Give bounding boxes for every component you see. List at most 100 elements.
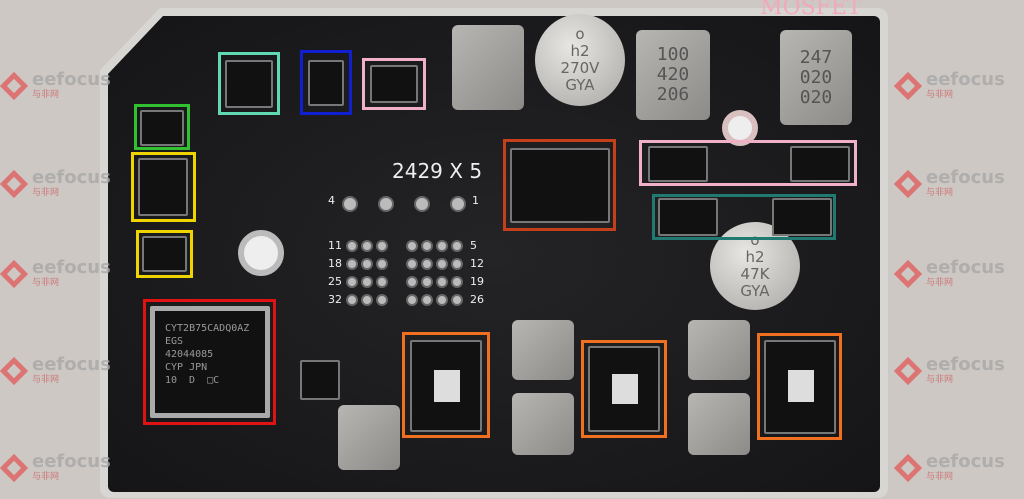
cap-text: 47K — [740, 265, 770, 283]
highlight-box-brick — [503, 139, 616, 231]
solder-pad — [361, 276, 373, 288]
solder-pad — [406, 240, 418, 252]
cap-text: h2 — [745, 248, 765, 266]
solder-pad — [406, 276, 418, 288]
watermark-logo-icon — [0, 169, 29, 198]
watermark-text: eefocus — [32, 167, 111, 188]
watermark-sub: 与非网 — [32, 90, 60, 100]
solder-pad — [376, 240, 388, 252]
solder-pad — [421, 294, 433, 306]
mcu-marking: CYT2B75CADQ0AZ — [165, 323, 250, 334]
solder-pad — [450, 196, 466, 212]
watermark-logo-icon — [893, 169, 923, 198]
solder-pad — [436, 240, 448, 252]
cap-text: GYA — [740, 282, 770, 300]
caption-partial: MOSFET — [760, 0, 862, 20]
solder-pad — [436, 258, 448, 270]
watermark-logo-icon — [0, 259, 29, 288]
watermark-sub: 与非网 — [926, 188, 954, 198]
mcu-marking-block: CYT2B75CADQ0AZ EGS 42044085 CYP JPN 10 D… — [165, 322, 260, 387]
watermark-text: eefocus — [926, 257, 1005, 278]
pin-label: 32 — [328, 293, 342, 306]
inductor — [688, 320, 750, 380]
pin-label: 18 — [328, 257, 342, 270]
solder-pad — [346, 276, 358, 288]
solder-pad — [376, 258, 388, 270]
ic-chip — [588, 346, 660, 432]
highlight-box-pink — [639, 140, 857, 186]
watermark-sub: 与非网 — [926, 278, 954, 288]
highlight-box-blue — [300, 50, 352, 115]
solder-pad — [346, 258, 358, 270]
highlight-box-yellow — [131, 152, 196, 222]
watermark-logo-icon — [893, 71, 923, 100]
watermark-text: eefocus — [926, 451, 1005, 472]
cap-text: o — [575, 25, 585, 43]
mcu-marking: □C — [207, 375, 220, 386]
ic-chip — [764, 340, 836, 434]
ic-chip — [142, 236, 187, 272]
highlight-box-pink — [362, 58, 426, 110]
solder-pad — [376, 294, 388, 306]
watermark-logo-icon — [0, 453, 29, 482]
watermark-sub: 与非网 — [32, 278, 60, 288]
pin-label: 19 — [470, 275, 484, 288]
highlight-box-orange — [757, 333, 842, 440]
cap-text: 270V — [560, 59, 600, 77]
solder-pad — [361, 240, 373, 252]
solder-pad — [451, 240, 463, 252]
solder-pad — [436, 294, 448, 306]
solder-pad — [361, 294, 373, 306]
watermark-text: eefocus — [32, 69, 111, 90]
board-code: 2429 X 5 — [392, 159, 483, 183]
ic-chip — [370, 65, 418, 103]
watermark-sub: 与非网 — [32, 472, 60, 482]
pin-label: 12 — [470, 257, 484, 270]
ic-chip — [308, 60, 344, 106]
cap-text: h2 — [570, 42, 590, 60]
inductor-text: 100 — [656, 44, 690, 65]
solder-pad — [451, 276, 463, 288]
mcu-marking: 42044085 — [165, 349, 214, 360]
pin-label: 11 — [328, 239, 342, 252]
mcu-marking: EGS — [165, 336, 184, 347]
watermark-text: eefocus — [32, 257, 111, 278]
ic-chip — [140, 110, 184, 146]
solder-pad — [414, 196, 430, 212]
ic-chip — [300, 360, 340, 400]
inductor-text: 420 — [656, 64, 690, 85]
inductor — [512, 320, 574, 380]
highlight-box-green — [134, 104, 190, 150]
mcu-marking: 10 — [165, 375, 178, 386]
watermark-sub: 与非网 — [32, 375, 60, 385]
watermark-logo-icon — [0, 356, 29, 385]
watermark-text: eefocus — [926, 167, 1005, 188]
highlight-box-red — [143, 299, 276, 425]
watermark-logo-icon — [893, 356, 923, 385]
solder-pad — [421, 240, 433, 252]
ic-chip — [772, 198, 832, 236]
solder-pad — [378, 196, 394, 212]
inductor — [338, 405, 400, 470]
pin-label: 4 — [328, 194, 335, 207]
watermark-sub: 与非网 — [926, 472, 954, 482]
watermark-sub: 与非网 — [926, 375, 954, 385]
solder-pad — [342, 196, 358, 212]
inductor — [512, 393, 574, 455]
pin-label: 1 — [472, 194, 479, 207]
solder-pad — [346, 240, 358, 252]
watermark-sub: 与非网 — [32, 188, 60, 198]
ic-chip — [648, 146, 708, 182]
